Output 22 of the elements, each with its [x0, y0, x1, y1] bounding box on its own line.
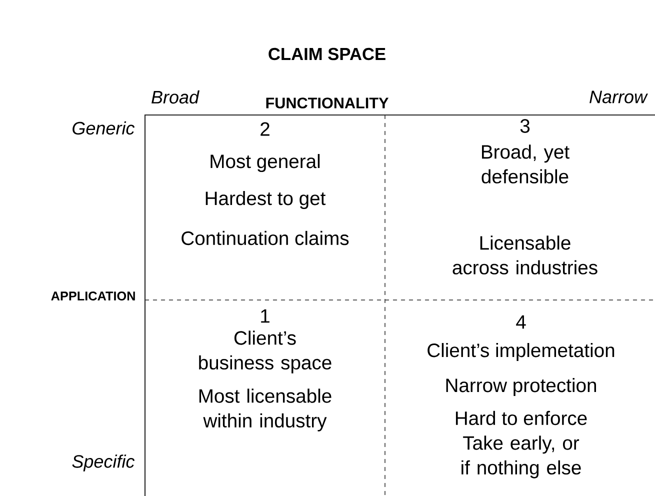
quadrant-text: Narrow protection: [446, 378, 596, 396]
axis-label: Generic: [72, 121, 135, 135]
axis-label: Specific: [72, 454, 135, 472]
axis-label: Broad: [152, 90, 200, 104]
quadrant-text: Most licensable within industry: [199, 388, 332, 432]
quadrant-number: 3: [520, 119, 530, 133]
axis-title: APPLICATION: [51, 292, 135, 300]
quadrant-text: Hardest to get: [206, 191, 326, 210]
quadrant-text: Hard to enforce: [456, 410, 587, 426]
quadrant-number: 2: [260, 122, 270, 136]
quadrant-text: Licensable across industries: [452, 236, 598, 274]
quadrant-text: Take early, or if nothing else: [462, 436, 581, 478]
quadrant-number: 1: [261, 309, 270, 323]
quadrant-text: Client’s business space: [199, 330, 332, 374]
quadrant-text: Continuation claims: [182, 230, 349, 246]
quadrant-text: Most general: [210, 154, 320, 172]
diagram-title: CLAIM SPACE: [268, 48, 386, 60]
quadrant-number: 4: [516, 315, 526, 329]
quadrant-text: Client’s implemetation: [428, 343, 614, 362]
axis-label: Narrow: [590, 90, 648, 104]
quadrant-text: Broad, yet defensible: [482, 144, 570, 184]
axis-title: FUNCTIONALITY: [266, 98, 388, 108]
